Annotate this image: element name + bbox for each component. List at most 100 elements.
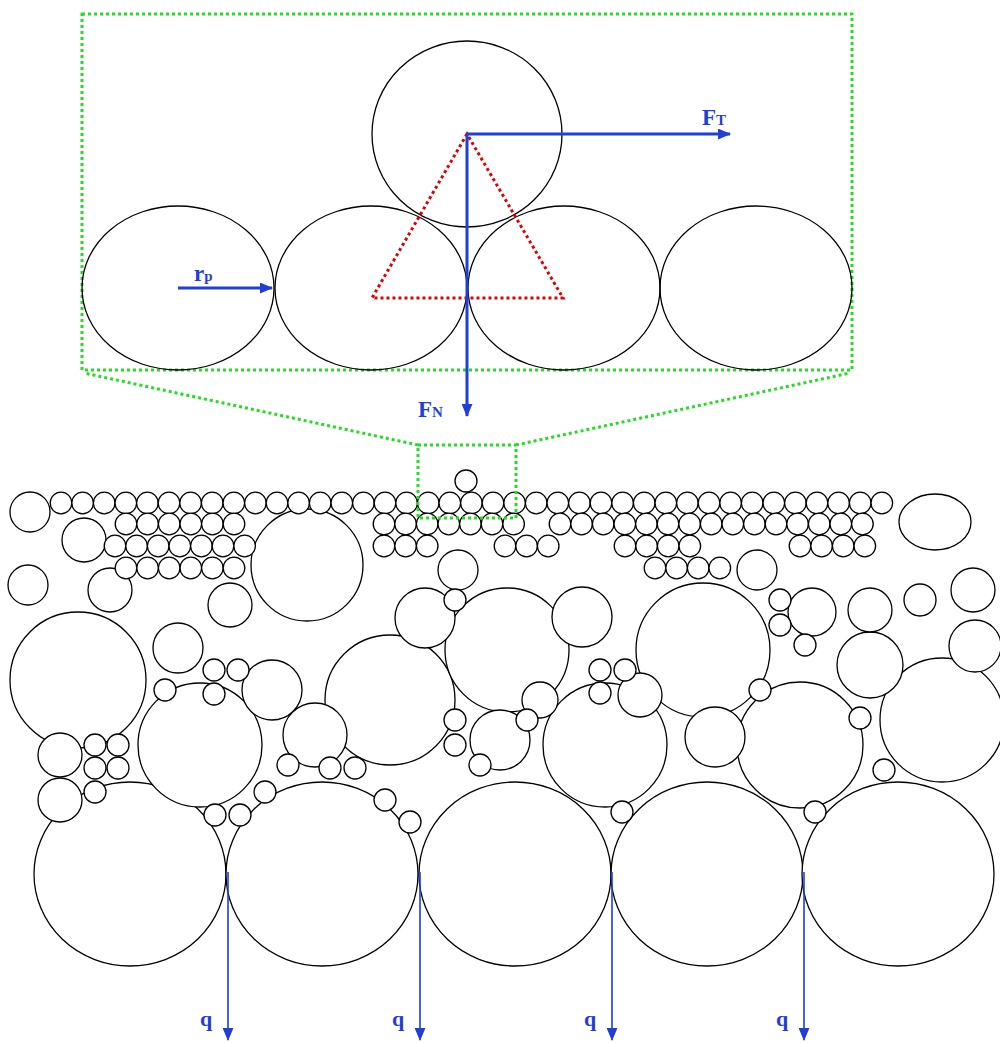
particle xyxy=(180,492,202,514)
particle xyxy=(10,612,146,748)
particle xyxy=(481,513,503,535)
particle xyxy=(589,682,611,704)
particle xyxy=(804,801,826,823)
particle xyxy=(571,513,593,535)
particle xyxy=(503,513,525,535)
inset-particle xyxy=(660,206,852,370)
particle xyxy=(444,709,466,731)
load-arrow xyxy=(611,872,613,1040)
particle xyxy=(537,535,559,557)
particle xyxy=(899,494,971,550)
particle xyxy=(309,492,331,514)
particle xyxy=(147,535,169,557)
normal-force-arrow xyxy=(466,134,469,416)
particle xyxy=(722,513,744,535)
particle xyxy=(789,535,811,557)
particle xyxy=(201,492,223,514)
particle xyxy=(460,513,482,535)
particle xyxy=(180,557,202,579)
particle xyxy=(951,568,995,612)
particle xyxy=(399,811,421,833)
particle xyxy=(552,587,612,647)
particle xyxy=(353,492,375,514)
particle xyxy=(416,513,438,535)
particle xyxy=(288,492,310,514)
particle xyxy=(227,659,249,681)
particle xyxy=(614,535,636,557)
particle xyxy=(319,757,341,779)
particle xyxy=(104,535,126,557)
particle xyxy=(202,513,224,535)
particle xyxy=(226,782,418,966)
zoom-window xyxy=(418,445,516,518)
particle xyxy=(657,535,679,557)
particle xyxy=(107,734,129,756)
radius-arrow xyxy=(178,287,272,290)
inset-particle xyxy=(468,206,660,370)
particle xyxy=(416,535,438,557)
particle xyxy=(137,513,159,535)
particle xyxy=(438,550,478,590)
particle xyxy=(828,492,850,514)
load-arrows xyxy=(228,872,804,1040)
particle xyxy=(395,535,417,557)
particle xyxy=(158,513,180,535)
particle xyxy=(158,492,180,514)
particle xyxy=(679,535,701,557)
particle xyxy=(849,707,871,729)
particle xyxy=(439,492,461,514)
particle xyxy=(633,492,655,514)
particle xyxy=(700,513,722,535)
particle xyxy=(611,801,633,823)
particle xyxy=(644,557,666,579)
load-label: q xyxy=(584,1008,596,1030)
particle xyxy=(611,782,803,966)
particle xyxy=(549,513,571,535)
particle xyxy=(802,782,994,966)
particle xyxy=(115,513,137,535)
particle xyxy=(8,565,48,605)
particle xyxy=(525,492,547,514)
particle xyxy=(666,557,688,579)
particle xyxy=(154,679,176,701)
particle xyxy=(787,513,809,535)
particle xyxy=(395,513,417,535)
particle xyxy=(461,492,483,514)
particle xyxy=(785,492,807,514)
load-label: q xyxy=(200,1008,212,1030)
particle xyxy=(373,535,395,557)
particle xyxy=(373,513,395,535)
particle xyxy=(849,492,871,514)
particle xyxy=(589,659,611,681)
particle xyxy=(655,492,677,514)
particle xyxy=(569,492,591,514)
particle-group xyxy=(8,470,1000,966)
particle xyxy=(720,492,742,514)
particle xyxy=(374,492,396,514)
particle xyxy=(765,513,787,535)
particle xyxy=(38,778,82,822)
particle xyxy=(679,513,701,535)
particle xyxy=(788,588,836,636)
particle xyxy=(115,557,137,579)
particle xyxy=(277,754,299,776)
particle xyxy=(344,757,366,779)
particle xyxy=(266,492,288,514)
particle xyxy=(137,492,159,514)
particle xyxy=(126,535,148,557)
load-label: q xyxy=(392,1008,404,1030)
particle xyxy=(763,492,785,514)
particle xyxy=(494,535,516,557)
particle xyxy=(469,754,491,776)
particle xyxy=(180,513,202,535)
particle xyxy=(852,513,874,535)
particle xyxy=(854,535,876,557)
particle xyxy=(208,583,252,627)
particle xyxy=(203,659,225,681)
load-arrow xyxy=(803,872,805,1040)
particle xyxy=(811,535,833,557)
particle xyxy=(590,492,612,514)
tangential-force-arrow xyxy=(467,133,730,136)
particle xyxy=(137,557,159,579)
